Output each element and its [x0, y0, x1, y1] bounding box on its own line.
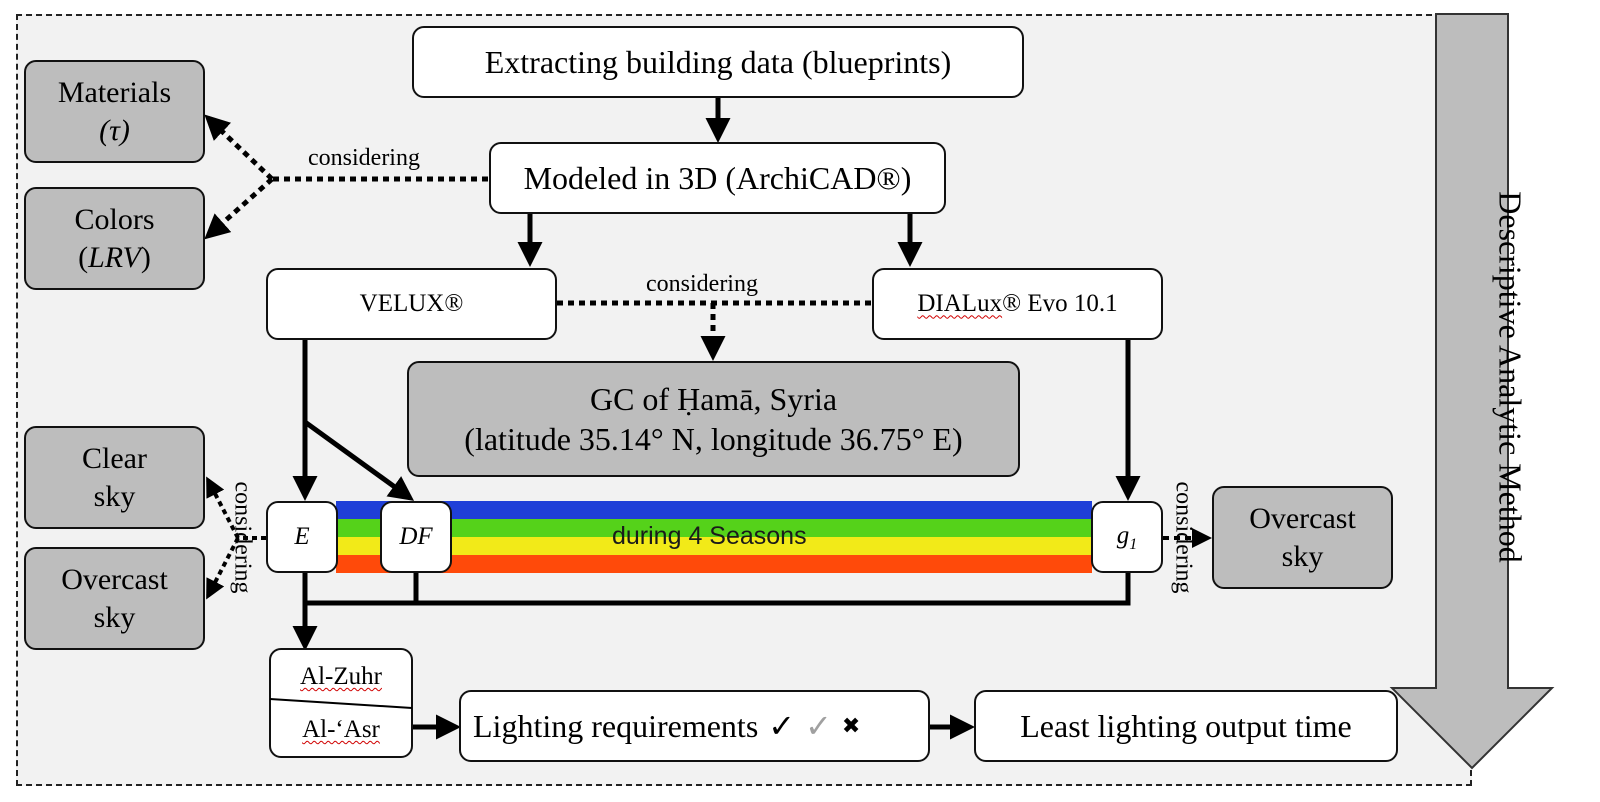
prayer-divider [269, 698, 413, 709]
zuhr-label: Al-Zuhr [300, 662, 382, 690]
e-label: E [294, 523, 310, 551]
season-band-4 [336, 555, 1092, 573]
dots-to-materials [204, 114, 274, 181]
overcast-right-line2: sky [1281, 539, 1324, 573]
materials-box: Materials (τ) [24, 60, 205, 163]
overcast-left-box: Overcast sky [24, 547, 205, 650]
gc-box: GC of Ḥamā, Syria (latitude 35.14° N, lo… [407, 361, 1020, 477]
dots-to-colors [204, 177, 274, 240]
gc-line1: GC of Ḥamā, Syria [589, 381, 838, 417]
materials-line1: Materials [57, 76, 172, 109]
g1-box: g1 [1091, 501, 1163, 573]
extract-box: Extracting building data (blueprints) [412, 26, 1024, 98]
partial-check-mark-icon: ✓ [805, 708, 832, 744]
dialux-label: DIALux® Evo 10.1 [917, 290, 1118, 318]
arrow-velux-df [303, 419, 415, 501]
considering-top-label: considering [308, 145, 420, 171]
e-box: E [266, 501, 338, 573]
materials-line2: (τ) [99, 113, 130, 147]
g1-label: g1 [1116, 521, 1138, 553]
colors-box: Colors (LRV) [24, 187, 205, 290]
check-mark-icon: ✓ [768, 708, 796, 744]
season-band-2 [336, 519, 1092, 537]
season-band-1 [336, 501, 1092, 519]
dots-to-clear [206, 476, 240, 539]
overcast-right-line1: Overcast [1249, 502, 1356, 535]
considering-middle-label: considering [646, 271, 758, 297]
requirements-label: Lighting requirements [473, 708, 759, 744]
df-label: DF [399, 523, 433, 551]
dots-to-overcast-left [206, 537, 240, 600]
model-box: Modeled in 3D (ArchiCAD®) [489, 142, 946, 214]
side-arrow-shape [1389, 13, 1555, 770]
clear-sky-line1: Clear [82, 442, 147, 475]
overcast-left-line1: Overcast [61, 563, 168, 596]
requirements-box: Lighting requirements ✓ ✓ ✖ [459, 690, 930, 762]
season-band-3 [336, 537, 1092, 555]
least-box: Least lighting output time [974, 690, 1398, 762]
clear-sky-line2: sky [93, 479, 136, 513]
overcast-right-box: Overcast sky [1212, 486, 1393, 589]
velux-box: VELUX® [266, 268, 557, 340]
velux-label: VELUX® [359, 290, 464, 318]
colors-line1: Colors [74, 203, 155, 236]
model-label: Modeled in 3D (ArchiCAD®) [523, 160, 912, 196]
clear-sky-box: Clear sky [24, 426, 205, 529]
gc-line2: (latitude 35.14° N, longitude 36.75° E) [464, 421, 963, 457]
seasons-label: during 4 Seasons [612, 522, 807, 550]
prayer-top: Al-Zuhr [271, 650, 411, 703]
overcast-left-line2: sky [93, 600, 136, 634]
prayer-bottom: Al-‘Asr [271, 703, 411, 756]
asr-label: Al-‘Asr [302, 715, 380, 743]
extract-label: Extracting building data (blueprints) [484, 44, 952, 80]
cross-mark-icon: ✖ [841, 713, 861, 739]
dialux-box: DIALux® Evo 10.1 [872, 268, 1163, 340]
df-box: DF [380, 501, 452, 573]
least-label: Least lighting output time [1020, 708, 1352, 744]
collect-line [302, 573, 1131, 606]
colors-line2: (LRV) [78, 240, 151, 274]
